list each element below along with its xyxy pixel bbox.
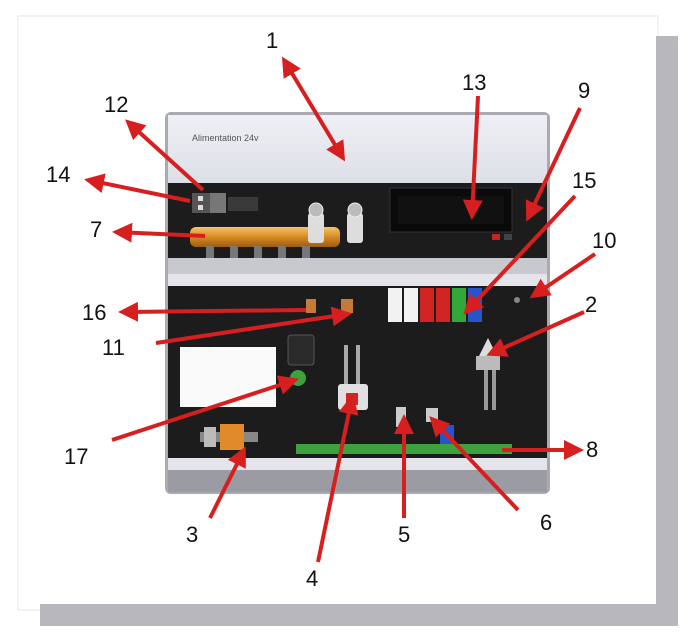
pressure-regulators	[308, 202, 363, 243]
callout-label-8: 8	[586, 437, 599, 462]
brass-manifold	[190, 227, 340, 258]
callout-label-7: 7	[90, 217, 103, 242]
callout-label-2: 2	[585, 292, 598, 317]
arrow-1	[281, 56, 346, 162]
callout-label-4: 4	[306, 566, 319, 591]
callout-label-13: 13	[462, 70, 487, 95]
callout-label-14: 14	[46, 162, 71, 187]
callout-label-9: 9	[578, 78, 591, 103]
panel-title: Alimentation 24v	[192, 133, 259, 143]
arrow-14	[84, 173, 191, 203]
orange-valve	[200, 424, 258, 450]
arrow-15	[463, 194, 577, 315]
callout-label-5: 5	[398, 522, 411, 547]
callout-label-10: 10	[592, 228, 617, 253]
callout-label-11: 11	[102, 335, 125, 360]
arrow-17	[111, 375, 299, 442]
arrow-10	[529, 252, 597, 299]
callout-arrows	[84, 56, 597, 563]
arrow-6	[429, 416, 520, 512]
callout-label-15: 15	[572, 168, 597, 193]
callout-label-16: 16	[82, 300, 107, 325]
terminal-block	[192, 193, 258, 213]
arrow-7	[112, 222, 206, 243]
arrow-16	[118, 301, 307, 322]
indicator-leds	[492, 234, 512, 240]
callout-label-3: 3	[186, 522, 199, 547]
callout-label-17: 17	[64, 444, 89, 469]
callout-label-1: 1	[266, 28, 279, 53]
callout-label-12: 12	[104, 92, 129, 117]
arrow-4	[316, 394, 359, 563]
arrow-2	[486, 310, 585, 357]
arrow-12	[125, 119, 205, 192]
callout-label-6: 6	[540, 510, 553, 535]
white-label-area	[180, 347, 276, 407]
arrow-9	[525, 107, 582, 222]
lcd-display	[389, 187, 513, 233]
arrow-11	[155, 306, 352, 345]
arrow-3	[208, 446, 246, 519]
arrow-13	[462, 95, 483, 220]
